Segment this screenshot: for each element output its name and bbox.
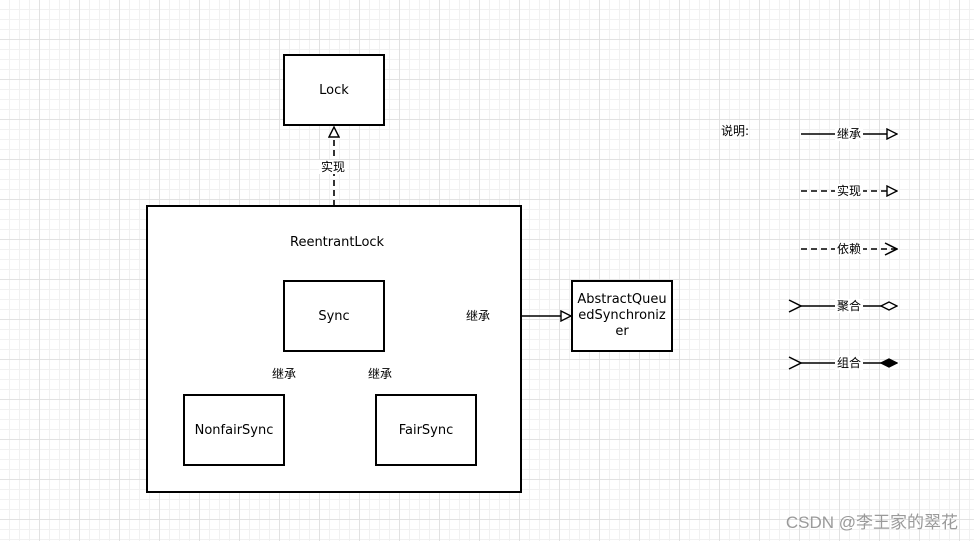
node-nonfair-sync-label: NonfairSync: [194, 422, 274, 438]
legend-label-implements: 实现: [835, 184, 864, 198]
node-lock-label: Lock: [319, 82, 349, 98]
node-aqs[interactable]: AbstractQueuedSynchronizer: [571, 280, 673, 352]
node-sync-label: Sync: [318, 308, 350, 324]
legend-label-aggregation: 聚合: [835, 299, 864, 313]
legend-label-extends: 继承: [835, 127, 864, 141]
node-lock[interactable]: Lock: [283, 54, 385, 126]
node-aqs-label: AbstractQueuedSynchronizer: [577, 292, 667, 339]
legend-label-dependency: 依赖: [835, 242, 864, 256]
edge-label-fair: 继承: [366, 367, 395, 381]
edge-label-implements: 实现: [319, 160, 348, 174]
edge-label-nonfair: 继承: [270, 367, 299, 381]
node-reentrant-lock-label: ReentrantLock: [290, 235, 385, 250]
edge-label-sync-aqs: 继承: [464, 309, 493, 323]
watermark: CSDN @李王家的翠花: [785, 513, 958, 532]
legend-label-composition: 组合: [835, 356, 864, 370]
node-sync[interactable]: Sync: [283, 280, 385, 352]
legend-title: 说明:: [721, 124, 750, 138]
node-fair-sync[interactable]: FairSync: [375, 394, 477, 466]
node-nonfair-sync[interactable]: NonfairSync: [183, 394, 285, 466]
node-fair-sync-label: FairSync: [398, 422, 454, 438]
